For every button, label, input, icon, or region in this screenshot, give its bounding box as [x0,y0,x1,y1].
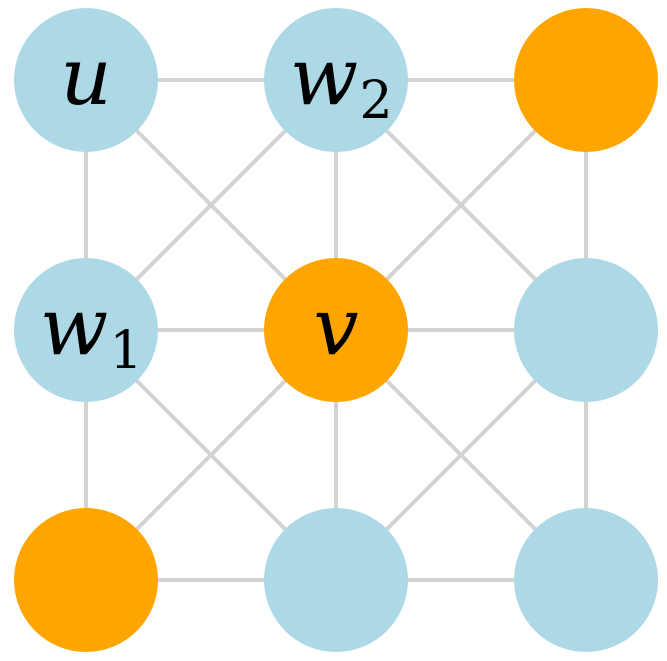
node-n00: u [14,8,158,152]
node-circle-n10 [14,258,158,402]
node-label-n01: w [290,30,358,123]
node-n11: v [264,258,408,402]
node-label-n11: v [313,280,358,373]
node-n22 [514,508,658,652]
node-subscript-n10: 1 [109,321,142,381]
node-circle-n20 [14,508,158,652]
node-circle-n22 [514,508,658,652]
node-label-n00: u [60,30,112,123]
node-subscript-n01: 2 [359,71,392,131]
node-circle-n21 [264,508,408,652]
node-label-n10: w [40,280,108,373]
node-n02 [514,8,658,152]
node-circle-n12 [514,258,658,402]
node-n21 [264,508,408,652]
node-circle-n02 [514,8,658,152]
node-circle-n11 [264,258,408,402]
node-n20 [14,508,158,652]
node-n12 [514,258,658,402]
node-circle-n01 [264,8,408,152]
node-circle-n00 [14,8,158,152]
